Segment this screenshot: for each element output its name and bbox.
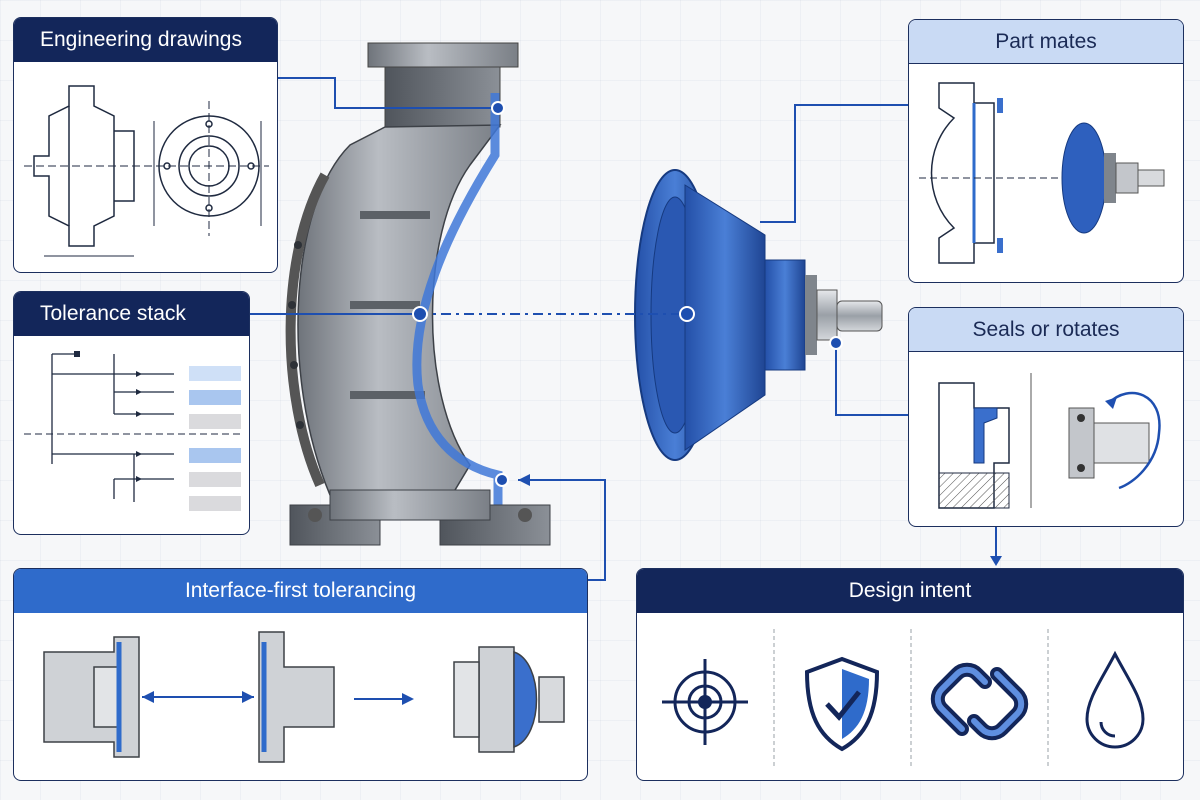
pump-casing-illustration bbox=[285, 42, 551, 546]
interface-sequence-diagram bbox=[43, 631, 565, 763]
seal-and-bearing-diagram bbox=[938, 373, 1161, 509]
panel-title: Seals or rotates bbox=[909, 308, 1183, 352]
water-drop-icon bbox=[1085, 650, 1145, 749]
mating-parts-diagram bbox=[919, 82, 1165, 264]
engineering-drawings-panel: Engineering drawings bbox=[13, 17, 278, 273]
tolerance-stack-diagram-icon bbox=[24, 351, 244, 511]
interface-first-tolerancing-panel: Interface-first tolerancing bbox=[13, 568, 588, 781]
panel-title: Part mates bbox=[909, 20, 1183, 64]
tolerance-stack-panel: Tolerance stack bbox=[13, 291, 250, 535]
panel-title: Engineering drawings bbox=[14, 18, 277, 62]
part-mates-panel: Part mates bbox=[908, 19, 1184, 283]
panel-title: Interface-first tolerancing bbox=[14, 569, 587, 613]
panel-title: Tolerance stack bbox=[14, 292, 249, 336]
chain-link-icon bbox=[930, 662, 1029, 741]
seals-or-rotates-panel: Seals or rotates bbox=[908, 307, 1184, 527]
technical-drawing-icon bbox=[24, 85, 269, 257]
design-intent-panel: Design intent bbox=[636, 568, 1184, 781]
design-intent-icons bbox=[662, 629, 1145, 769]
panel-title: Design intent bbox=[637, 569, 1183, 613]
shield-check-icon bbox=[804, 656, 880, 752]
